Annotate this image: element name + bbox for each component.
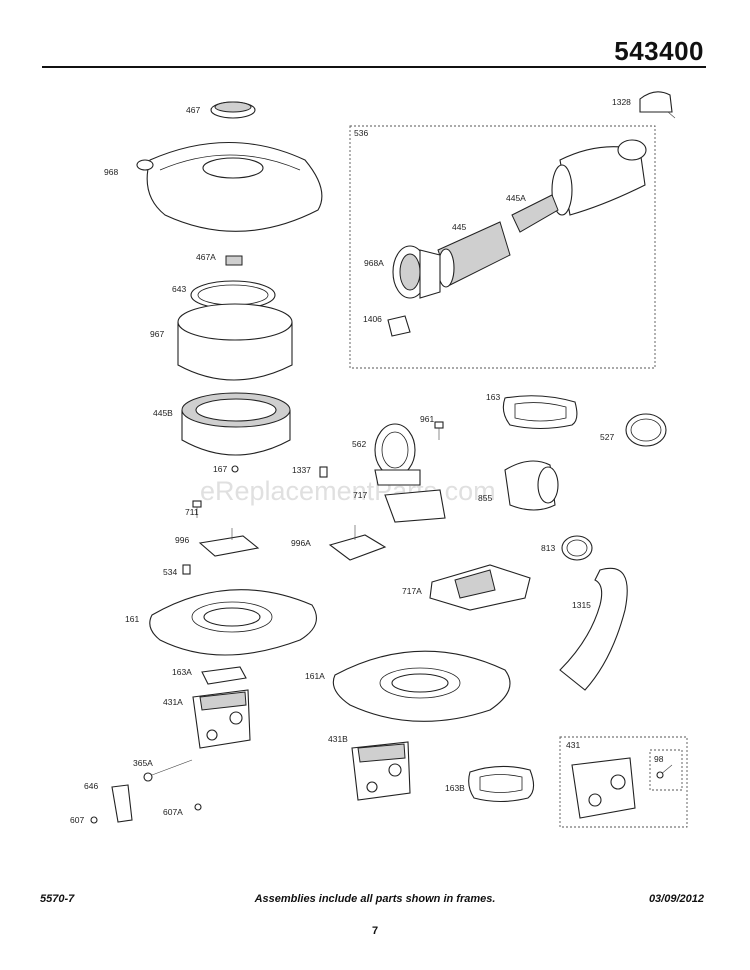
page-number: 7 (371, 925, 379, 937)
part-968A-cover[interactable] (392, 245, 441, 299)
part-961-screw[interactable] (434, 421, 444, 440)
part-labels: 467 1328 536 968 445A 445 968A 467A 643 … (70, 97, 664, 825)
part-968-cover[interactable] (136, 142, 323, 232)
label-431: 431 (566, 740, 580, 750)
part-855-elbow[interactable] (504, 460, 559, 511)
label-536: 536 (354, 128, 368, 138)
part-98-screw[interactable] (656, 764, 673, 779)
part-431A-carburetor[interactable] (192, 689, 251, 749)
label-643: 643 (172, 284, 186, 294)
part-534[interactable] (182, 564, 191, 575)
assembly-frame-536 (349, 125, 656, 369)
part-1315-hose[interactable] (559, 567, 628, 691)
label-967: 967 (150, 329, 164, 339)
label-161A: 161A (305, 671, 325, 681)
part-467A[interactable] (225, 255, 243, 266)
model-number: 543400 (614, 36, 704, 66)
label-1406: 1406 (363, 314, 382, 324)
part-1328-cap[interactable] (639, 91, 676, 119)
label-717A: 717A (402, 586, 422, 596)
label-431B: 431B (328, 734, 348, 744)
label-968: 968 (104, 167, 118, 177)
part-967-housing[interactable] (177, 303, 293, 381)
label-431A: 431A (163, 697, 183, 707)
footer-diagram-code: 5570-7 (40, 893, 75, 905)
label-646: 646 (84, 781, 98, 791)
label-534: 534 (163, 567, 177, 577)
label-855: 855 (478, 493, 492, 503)
header-rule (42, 66, 706, 68)
label-717: 717 (353, 490, 367, 500)
label-163B: 163B (445, 783, 465, 793)
part-1406-clip[interactable] (387, 315, 411, 337)
assembly-frame-98 (649, 749, 683, 791)
label-163A: 163A (172, 667, 192, 677)
part-163-gasket[interactable] (502, 395, 578, 430)
label-1337: 1337 (292, 465, 311, 475)
label-607: 607 (70, 815, 84, 825)
part-607A[interactable] (194, 803, 202, 811)
assembly-frame-431 (559, 736, 688, 828)
part-607[interactable] (90, 816, 98, 824)
part-161A-base-plate[interactable] (332, 650, 511, 722)
label-161: 161 (125, 614, 139, 624)
label-445A: 445A (506, 193, 526, 203)
part-996A-plate[interactable] (328, 525, 387, 561)
part-167-nut[interactable] (231, 465, 239, 473)
label-711: 711 (185, 507, 199, 517)
part-161-base-plate[interactable] (149, 589, 317, 656)
label-813: 813 (541, 543, 555, 553)
label-961: 961 (420, 414, 434, 424)
watermark-text: eReplacementParts.com (200, 476, 496, 506)
part-646-bracket[interactable] (111, 784, 133, 823)
label-996A: 996A (291, 538, 311, 548)
part-445-filter[interactable] (437, 221, 511, 288)
part-445A-element[interactable] (511, 194, 559, 233)
part-813-clamp[interactable] (561, 535, 593, 561)
label-996: 996 (175, 535, 189, 545)
part-996-plate[interactable] (198, 528, 260, 557)
label-968A: 968A (364, 258, 384, 268)
part-527-clamp[interactable] (625, 413, 667, 447)
label-1315: 1315 (572, 600, 591, 610)
label-467: 467 (186, 105, 200, 115)
part-1337[interactable] (319, 466, 328, 478)
label-607A: 607A (163, 807, 183, 817)
label-445: 445 (452, 222, 466, 232)
part-431B-carburetor[interactable] (351, 741, 411, 801)
part-431-carburetor[interactable] (571, 757, 636, 819)
part-562-bracket[interactable] (374, 423, 421, 486)
part-163A-gasket[interactable] (201, 666, 247, 685)
part-163B-gasket[interactable] (468, 765, 535, 803)
label-1328: 1328 (612, 97, 631, 107)
part-711-screw[interactable] (192, 500, 202, 518)
label-445B: 445B (153, 408, 173, 418)
part-536-air-cleaner-assembly[interactable] (551, 139, 647, 216)
label-562: 562 (352, 439, 366, 449)
part-445B-filter[interactable] (181, 392, 291, 456)
label-467A: 467A (196, 252, 216, 262)
footer-note: Assemblies include all parts shown in fr… (254, 893, 496, 905)
label-365A: 365A (133, 758, 153, 768)
label-163: 163 (486, 392, 500, 402)
label-527: 527 (600, 432, 614, 442)
label-167: 167 (213, 464, 227, 474)
part-717A-link[interactable] (429, 564, 531, 611)
part-467-cap[interactable] (210, 101, 256, 119)
label-98: 98 (654, 754, 664, 764)
part-717-link[interactable] (384, 489, 446, 523)
part-365A-spring[interactable] (143, 759, 193, 782)
footer-date: 03/09/2012 (648, 893, 704, 905)
